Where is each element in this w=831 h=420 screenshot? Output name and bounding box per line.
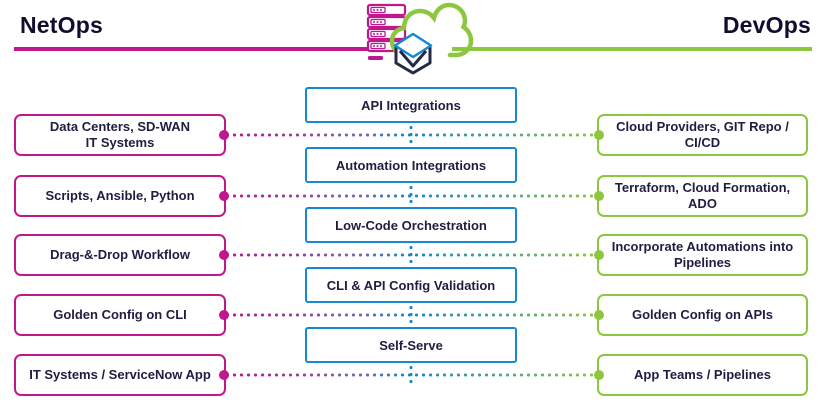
platform-capability-self-serve: Self-Serve (305, 327, 517, 363)
netops-box: Scripts, Ansible, Python (14, 175, 226, 217)
mapping-row: Data Centers, SD-WAN IT Systems Cloud Pr… (14, 114, 808, 156)
devops-box: Terraform, Cloud Formation, ADO (597, 175, 808, 217)
devops-connector-dot (594, 370, 604, 380)
cloud-icon (389, 2, 474, 58)
devops-box: Golden Config on APIs (597, 294, 808, 336)
platform-vertical-connector (409, 364, 413, 383)
platform-vertical-connector (409, 124, 413, 146)
devops-box: Cloud Providers, GIT Repo / CI/CD (597, 114, 808, 156)
netops-box: Drag-&-Drop Workflow (14, 234, 226, 276)
platform-logo (364, 2, 480, 80)
netops-box: IT Systems / ServiceNow App (14, 354, 226, 396)
netops-heading: NetOps (20, 12, 103, 38)
devops-heading: DevOps (722, 12, 811, 38)
netops-rule (14, 47, 369, 51)
devops-connector-dot (594, 310, 604, 320)
netops-connector-dot (219, 250, 229, 260)
platform-capability-low-code-orchestration: Low-Code Orchestration (305, 207, 517, 243)
devops-box: App Teams / Pipelines (597, 354, 808, 396)
platform-capability-automation-integrations: Automation Integrations (305, 147, 517, 183)
platform-emblem-icon (393, 32, 433, 75)
netops-connector-dot (219, 370, 229, 380)
platform-vertical-connector (409, 244, 413, 266)
netops-box: Data Centers, SD-WAN IT Systems (14, 114, 226, 156)
platform-vertical-connector (409, 184, 413, 206)
netops-connector-dot (219, 191, 229, 201)
netops-box: Golden Config on CLI (14, 294, 226, 336)
devops-connector-dot (594, 191, 604, 201)
netops-connector-dot (219, 130, 229, 140)
platform-capability-config-validation: CLI & API Config Validation (305, 267, 517, 303)
mapping-row: Drag-&-Drop Workflow Incorporate Automat… (14, 234, 808, 276)
devops-rule (452, 47, 812, 51)
mapping-row: Golden Config on CLI Golden Config on AP… (14, 294, 808, 336)
platform-vertical-connector (409, 304, 413, 326)
netops-connector-dot (219, 310, 229, 320)
devops-box: Incorporate Automations into Pipelines (597, 234, 808, 276)
devops-connector-dot (594, 130, 604, 140)
platform-capability-api-integrations: API Integrations (305, 87, 517, 123)
devops-connector-dot (594, 250, 604, 260)
